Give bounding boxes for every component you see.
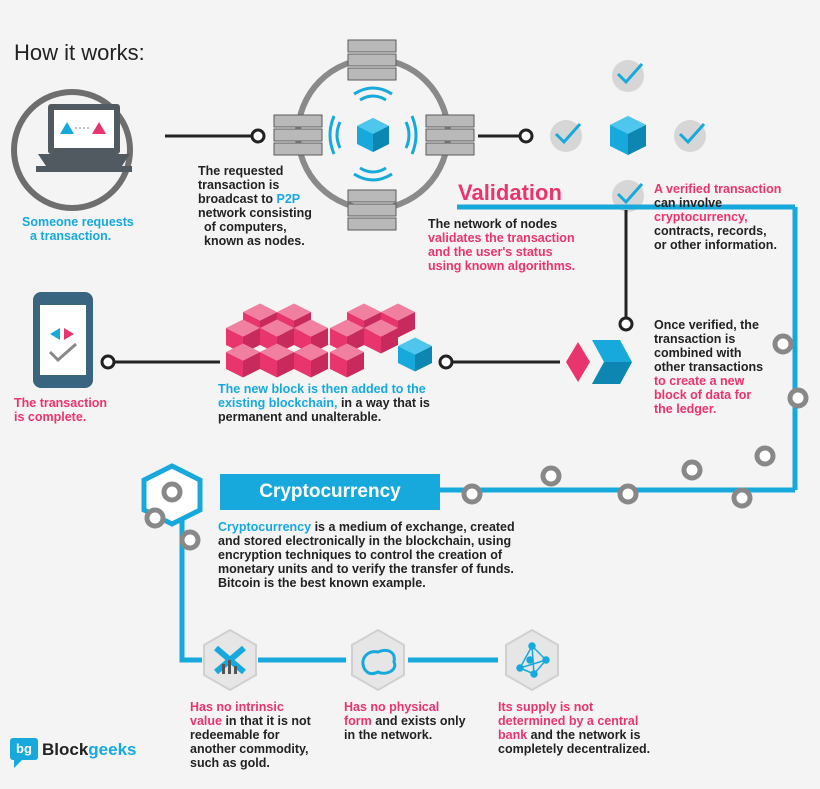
validation-heading: Validation <box>458 180 562 205</box>
crypto-text: Cryptocurrency is a medium of exchange, … <box>218 520 515 590</box>
blockchain-icon <box>226 303 432 378</box>
network-icon <box>505 628 559 692</box>
blockgeeks-logo-icon <box>10 738 38 768</box>
check-icon <box>674 120 706 152</box>
step7-text: The transaction is complete. <box>14 396 108 424</box>
validation-checks-icon <box>550 60 706 212</box>
step4-text: A verified transaction can involve crypt… <box>654 182 782 252</box>
page-title: How it works: <box>14 40 145 65</box>
crypto-heading: Cryptocurrency <box>220 474 440 510</box>
phone-icon <box>33 292 93 388</box>
no-value-icon <box>203 628 257 692</box>
feature-2-text: Has no physical form and exists only in … <box>344 700 466 742</box>
block-cube <box>330 319 364 354</box>
server-bottom-icon <box>347 189 397 231</box>
laptop-icon <box>11 89 133 211</box>
server-left-icon <box>273 114 323 156</box>
p2p-network-icon <box>273 39 475 231</box>
block-cube <box>398 337 432 372</box>
step6-text: The new block is then added to the exist… <box>218 382 430 424</box>
block-cube <box>260 343 294 378</box>
logo-text: Blockgeeks <box>42 740 137 759</box>
new-block-icon <box>566 340 632 384</box>
node-dots <box>144 333 809 551</box>
check-icon <box>612 60 644 92</box>
map-shape-icon <box>351 628 405 692</box>
check-icon <box>550 120 582 152</box>
block-cube <box>330 343 364 378</box>
feature-1-text: Has no intrinsic value in that it is not… <box>190 700 311 770</box>
server-right-icon <box>425 114 475 156</box>
logo-mark: bg <box>16 741 32 756</box>
block-cube <box>294 343 328 378</box>
block-cube <box>226 343 260 378</box>
check-icon <box>612 180 644 212</box>
server-top-icon <box>347 39 397 81</box>
feature-3-text: Its supply is not determined by a centra… <box>498 700 651 756</box>
block-cube <box>364 319 398 354</box>
step2-text: The requested transaction is broadcast t… <box>198 164 312 248</box>
validation-text: The network of nodes validates the trans… <box>428 217 576 273</box>
step5-text: Once verified, the transaction is combin… <box>654 318 764 416</box>
